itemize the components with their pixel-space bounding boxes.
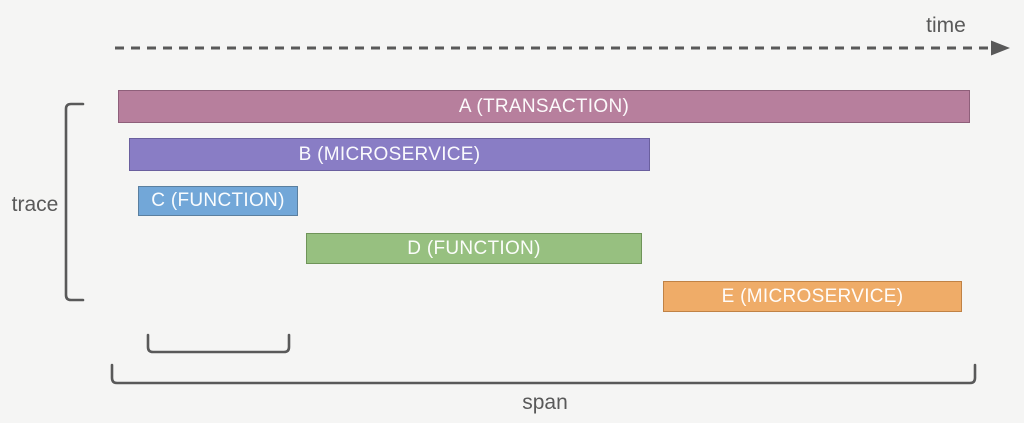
span-bar-d-label: D (FUNCTION) xyxy=(407,237,541,259)
trace-label: trace xyxy=(11,193,59,216)
span-bar-b-label: B (MICROSERVICE) xyxy=(298,143,481,165)
trace-bracket xyxy=(64,102,85,302)
span-bar-c-function: C (FUNCTION) xyxy=(138,186,298,216)
span-full-width-bracket xyxy=(110,363,977,385)
span-bar-e-label: E (MICROSERVICE) xyxy=(721,285,904,307)
span-label: span xyxy=(522,391,568,414)
time-label: time xyxy=(926,14,966,37)
span-bar-e-microservice: E (MICROSERVICE) xyxy=(663,281,962,312)
span-bar-a-label: A (TRANSACTION) xyxy=(458,95,630,117)
span-bar-a-transaction: A (TRANSACTION) xyxy=(118,90,970,123)
span-bar-d-function: D (FUNCTION) xyxy=(306,233,642,264)
time-axis-arrowhead-icon xyxy=(991,40,1010,56)
span-c-duration-bracket xyxy=(146,333,291,354)
span-bar-b-microservice: B (MICROSERVICE) xyxy=(129,138,650,171)
span-bar-c-label: C (FUNCTION) xyxy=(151,190,285,211)
